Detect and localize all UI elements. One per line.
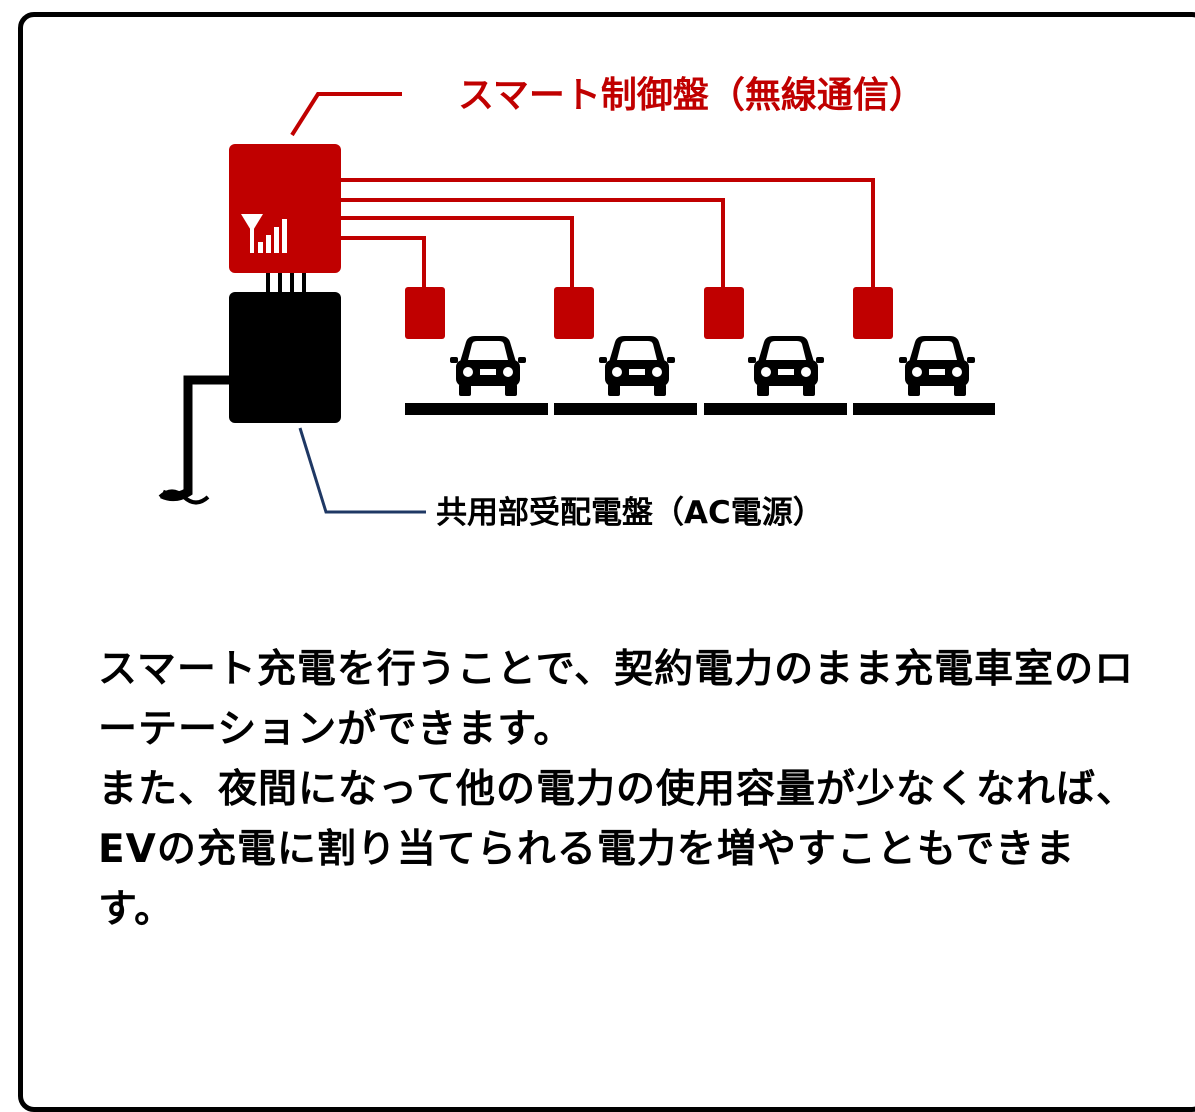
panel-connectors <box>266 272 306 295</box>
description-text: スマート充電を行うことで、契約電力のまま充電車室のローテーションができます。 ま… <box>98 640 1138 940</box>
charger-wires <box>340 178 875 288</box>
ac-panel-leader-line <box>298 427 426 514</box>
smart-control-panel <box>229 144 341 273</box>
ac-distribution-panel <box>229 292 341 423</box>
car-icon <box>748 336 824 396</box>
car-icon <box>599 336 675 396</box>
car-icon <box>899 336 975 396</box>
description-paragraph-1: スマート充電を行うことで、契約電力のまま充電車室のローテーションができます。 <box>98 647 1135 752</box>
charger-3 <box>704 287 744 339</box>
car-icon <box>450 336 526 396</box>
parking-ground <box>405 403 995 415</box>
antenna-signal-icon <box>241 214 287 253</box>
smart-panel-leader-line <box>290 92 402 137</box>
description-paragraph-2: また、夜間になって他の電力の使用容量が少なくなれば、EVの充電に割り当てられる電… <box>98 767 1137 932</box>
power-cable <box>160 375 232 502</box>
charger-1 <box>405 287 445 339</box>
charger-2 <box>554 287 594 339</box>
charger-4 <box>853 287 893 339</box>
smart-panel-label: スマート制御盤（無線通信） <box>458 75 925 116</box>
charging-system-diagram <box>158 92 995 514</box>
content-frame <box>18 12 1195 1112</box>
cable-end-tilde <box>158 489 210 505</box>
ac-panel-label: 共用部受配電盤（AC電源） <box>436 495 824 531</box>
